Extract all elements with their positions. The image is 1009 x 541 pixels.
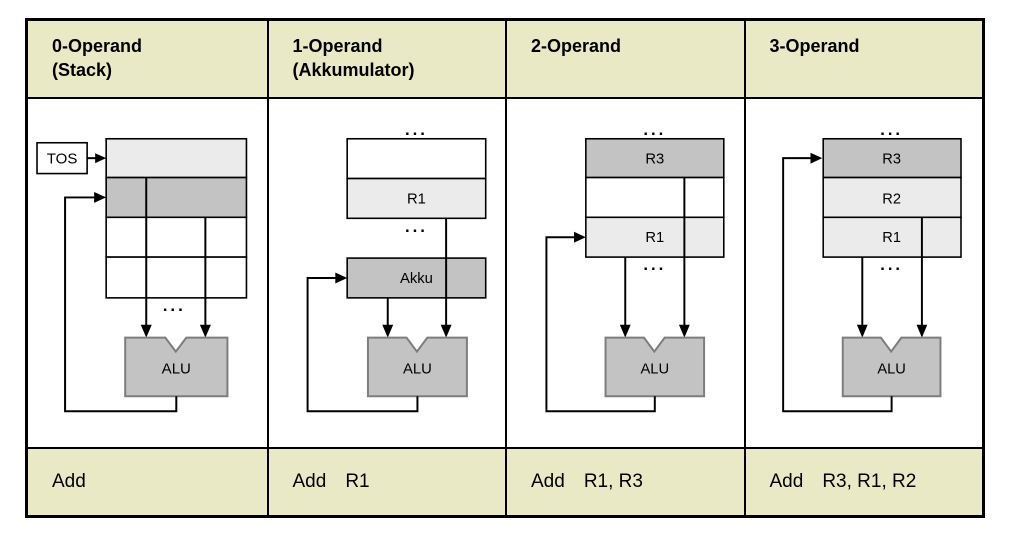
architecture-comparison-table: 0-Operand (Stack) 1-Operand (Akkumulator… [25,18,985,518]
feedback-arrowhead-icon [574,231,586,243]
arrowhead-icon [678,324,690,338]
alu-label: ALU [640,361,669,377]
register-cell-r2 [821,176,962,219]
feedback-arrowhead-icon [810,152,822,164]
instruction-mnemonic: Add [292,471,327,492]
feedback-arrowhead-icon [94,191,107,203]
register-cell-r3 [821,137,962,179]
tos-label: TOS [47,151,78,168]
ellipsis: ... [163,296,186,315]
arrowhead-icon [619,324,631,338]
ellipsis: ... [404,217,427,236]
header-line1: 1-Operand [292,36,383,56]
header-line2: (Stack) [52,60,113,80]
alu-box [841,336,941,398]
feedback-wire [64,196,178,413]
header-0-operand: 0-Operand (Stack) [28,21,267,99]
instruction-operands: R1 [345,471,370,492]
arrowhead-icon [199,324,211,338]
register-cell-r3 [585,137,725,179]
tos-box [36,141,88,175]
two-operand-architecture-diagram: ... R3 R1 ... ALU [545,120,725,413]
alu-box [124,336,229,398]
stack-cell-fourth [105,256,248,299]
header-2-operand: 2-Operand [505,21,744,99]
header-line2: (Akkumulator) [292,60,415,80]
diagram-2-operand: ... R3 R1 ... ALU [505,99,744,447]
register-cell-top [345,137,487,180]
stack-cell-second [105,176,248,219]
stack-cell-top [105,137,248,179]
header-line1: 2-Operand [531,36,622,56]
header-1-operand: 1-Operand (Akkumulator) [266,21,505,99]
feedback-wire [781,157,893,413]
alu-label: ALU [162,360,191,377]
header-line1: 0-Operand [52,36,143,56]
arrowhead-icon [381,324,393,338]
register-cell-r1 [821,216,962,258]
diagram-1-operand-akku: ... R1 ... Akku ALU [266,99,505,447]
alu-label: ALU [403,361,432,377]
instruction-operands: R3, R1, R2 [822,471,917,492]
arrowhead-icon [916,324,927,338]
register-cell-r1 [585,216,725,258]
ellipsis: ... [880,255,903,274]
instruction-mnemonic: Add [531,471,565,492]
header-line1: 3-Operand [769,36,860,56]
register-label-r3: R3 [882,152,901,168]
arrowhead-icon [856,324,868,338]
arrowhead-icon [140,324,152,338]
arrowhead-icon [440,324,452,338]
register-label-r2: R2 [882,191,901,207]
ellipsis: ... [643,120,666,139]
ellipsis: ... [880,120,903,139]
diagram-3-operand: ... R3 R2 R1 ... ALU [743,99,982,447]
ellipsis: ... [643,255,666,274]
ellipsis: ... [404,120,427,139]
feedback-wire [306,276,418,413]
alu-box [366,336,468,398]
tos-arrowhead-icon [95,153,107,164]
stack-architecture-diagram: TOS ... ALU [36,137,248,413]
register-label-r1: R1 [645,230,664,246]
instruction-operands: R1, R3 [583,471,643,492]
akku-box [345,257,487,299]
instruction-mnemonic: Add [769,471,804,492]
stack-cell-third [105,216,248,258]
register-label-r1: R1 [882,230,901,246]
feedback-wire [545,236,656,413]
register-label-r1: R1 [406,191,425,207]
register-label-r3: R3 [645,152,664,168]
instruction-mnemonic: Add [52,471,86,492]
instruction-3-operand: Add R3, R1, R2 [743,447,982,515]
akku-label: Akku [399,271,432,287]
instruction-1-operand: Add R1 [266,447,505,515]
three-operand-architecture-diagram: ... R3 R2 R1 ... ALU [781,120,962,413]
register-cell-r1 [345,177,487,220]
feedback-arrowhead-icon [334,272,347,284]
alu-label: ALU [877,361,905,377]
diagram-0-operand-stack: TOS ... ALU [28,99,267,447]
accumulator-architecture-diagram: ... R1 ... Akku ALU [306,120,487,413]
instruction-2-operand: Add R1, R3 [505,447,744,515]
alu-box [604,336,706,398]
register-cell-mid [585,176,725,219]
instruction-0-operand: Add [28,447,267,515]
header-3-operand: 3-Operand [743,21,982,99]
